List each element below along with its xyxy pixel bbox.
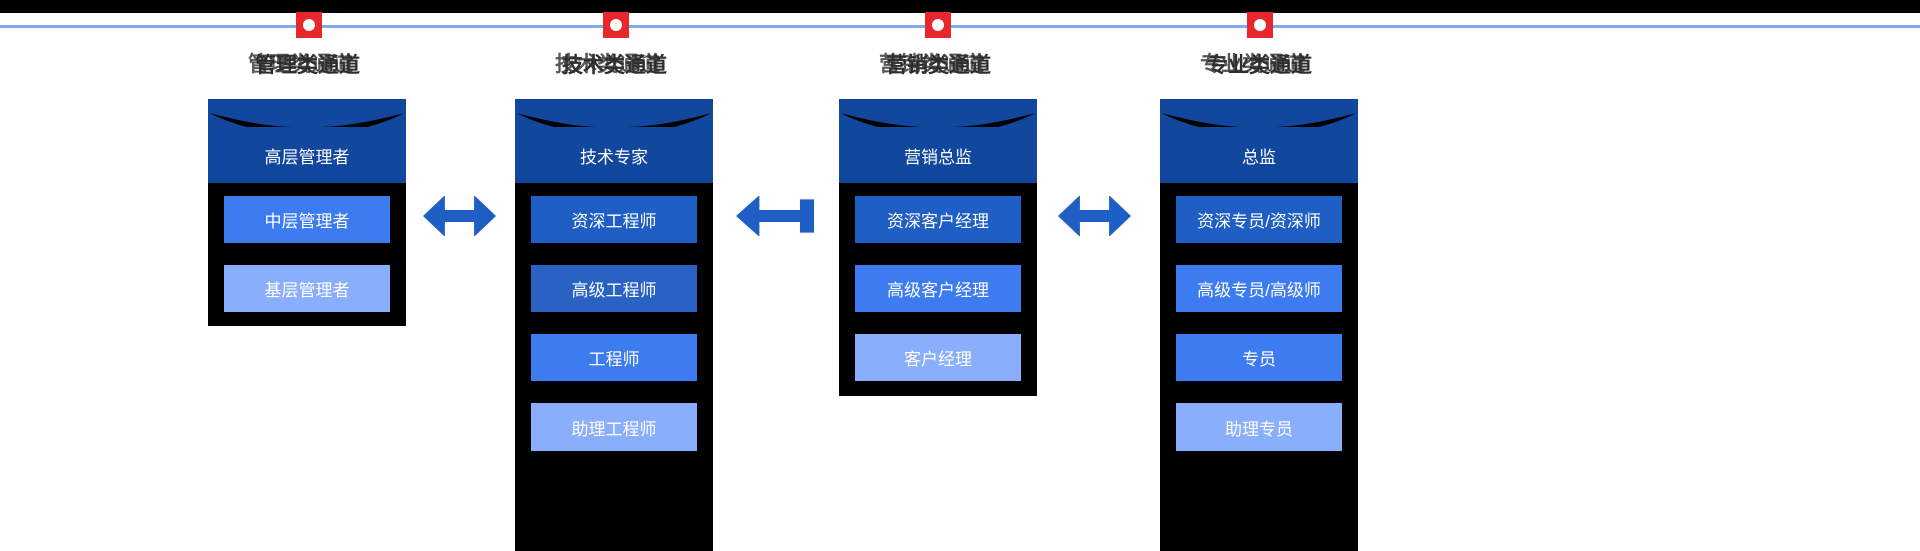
double-arrow-icon [1058, 195, 1131, 241]
career-level-box[interactable]: 中层管理者 [224, 196, 390, 243]
column-title-text: 技术类通道 [562, 54, 667, 77]
column-title-text: 专业类通道 [1207, 54, 1312, 77]
career-level-label: 高级专员/高级师 [1197, 281, 1321, 300]
career-track-column: 营销类通道营销类通道 [836, 0, 1041, 551]
career-level-label: 资深工程师 [571, 212, 657, 231]
column-title-ghost: 技术类通道 [555, 53, 660, 76]
career-level-label: 基层管理者 [264, 281, 350, 300]
column-title: 技术类通道技术类通道 [512, 54, 717, 77]
career-level-label: 资深客户经理 [887, 212, 989, 231]
career-level-box[interactable]: 资深客户经理 [855, 196, 1021, 243]
column-title: 专业类通道专业类通道 [1157, 54, 1362, 77]
career-level-box[interactable]: 营销总监 [853, 127, 1023, 183]
double-arrow-icon [423, 195, 496, 241]
career-track-column: 专业类通道专业类通道 [1157, 0, 1362, 551]
red-circle-marker[interactable] [296, 12, 322, 38]
career-level-box[interactable]: 高级专员/高级师 [1176, 265, 1342, 312]
career-level-box[interactable]: 工程师 [531, 334, 697, 381]
column-title-ghost: 专业类通道 [1200, 53, 1305, 76]
career-level-box[interactable]: 基层管理者 [224, 265, 390, 312]
career-level-label: 客户经理 [904, 350, 972, 369]
left-arrow-icon [736, 195, 814, 241]
red-circle-marker[interactable] [603, 12, 629, 38]
red-circle-marker[interactable] [1247, 12, 1273, 38]
career-level-label: 高级客户经理 [887, 281, 989, 300]
marker-dot-icon [303, 19, 315, 31]
column-title-ghost: 营销类通道 [879, 53, 984, 76]
career-level-label: 助理专员 [1225, 419, 1293, 439]
career-level-box[interactable]: 资深工程师 [531, 196, 697, 243]
career-level-label: 总监 [1242, 147, 1276, 167]
career-level-box[interactable]: 高层管理者 [222, 127, 392, 183]
red-circle-marker[interactable] [925, 12, 951, 38]
career-level-label: 高级工程师 [571, 281, 657, 300]
career-level-box[interactable]: 总监 [1174, 127, 1344, 183]
career-level-box[interactable]: 高级工程师 [531, 265, 697, 312]
career-level-label: 营销总监 [904, 147, 972, 167]
career-level-box[interactable]: 客户经理 [855, 334, 1021, 381]
marker-dot-icon [1254, 19, 1266, 31]
career-track-column: 技术类通道技术类通道 [512, 0, 717, 551]
career-level-label: 中层管理者 [264, 212, 350, 231]
career-track-column: 管理类通道管理类通道 [205, 0, 410, 551]
top-black-bar [0, 0, 1920, 13]
career-level-label: 工程师 [588, 350, 640, 369]
career-level-label: 助理工程师 [571, 419, 657, 439]
career-level-box[interactable]: 资深专员/资深师 [1176, 196, 1342, 243]
career-level-box[interactable]: 高级客户经理 [855, 265, 1021, 312]
column-title-text: 营销类通道 [886, 54, 991, 77]
career-level-label: 高层管理者 [264, 147, 350, 167]
career-level-box[interactable]: 专员 [1176, 334, 1342, 381]
column-title: 管理类通道管理类通道 [205, 54, 410, 77]
career-level-label: 技术专家 [580, 147, 648, 167]
column-title-ghost: 管理类通道 [248, 53, 353, 76]
column-title: 营销类通道营销类通道 [836, 54, 1041, 77]
career-level-label: 专员 [1242, 350, 1276, 369]
marker-dot-icon [932, 19, 944, 31]
career-level-box[interactable]: 技术专家 [529, 127, 699, 183]
horizontal-blue-rule [0, 25, 1920, 28]
career-level-box[interactable]: 助理专员 [1176, 403, 1342, 451]
career-level-label: 资深专员/资深师 [1197, 212, 1321, 231]
career-level-box[interactable]: 助理工程师 [531, 403, 697, 451]
column-title-text: 管理类通道 [255, 54, 360, 77]
marker-dot-icon [610, 19, 622, 31]
